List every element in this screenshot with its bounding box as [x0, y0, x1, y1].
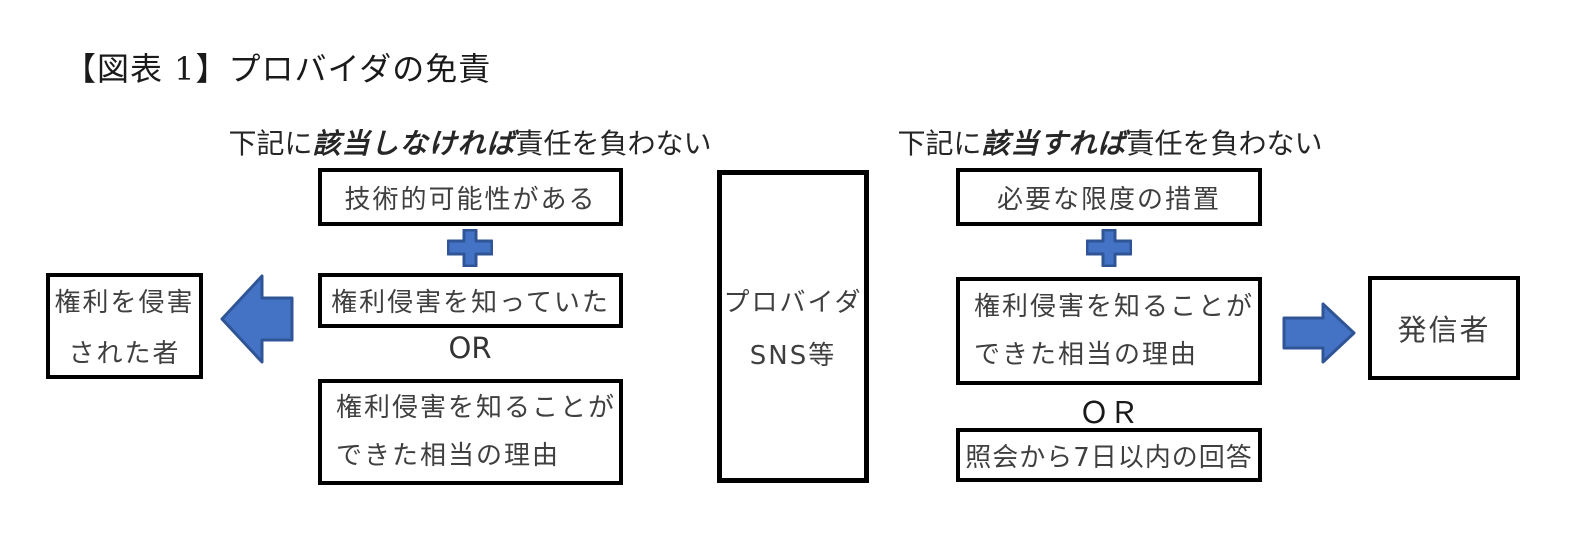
sender-box: 発信者 — [1368, 276, 1520, 380]
right-box-reason-line-2: できた相当の理由 — [974, 340, 1199, 370]
right-column-header: 下記に該当すれば責任を負わない — [810, 122, 1410, 162]
right-header-emphasis: 該当すれば — [981, 127, 1127, 160]
left-box-technical: 技術的可能性がある — [318, 168, 623, 226]
left-header-suffix: 責任を負わない — [515, 127, 712, 160]
right-box-measures: 必要な限度の措置 — [956, 168, 1262, 226]
right-header-suffix: 責任を負わない — [1126, 127, 1323, 160]
victim-box: 権利を侵害 された者 — [46, 273, 203, 379]
plus-icon — [1086, 229, 1132, 267]
left-box-knew: 権利侵害を知っていた — [318, 273, 623, 328]
sender-box-label: 発信者 — [1397, 313, 1491, 347]
left-box-knew-label: 権利侵害を知っていた — [331, 288, 610, 318]
right-box-reason: 権利侵害を知ることが できた相当の理由 — [956, 277, 1262, 385]
left-header-emphasis: 該当しなければ — [312, 127, 516, 160]
victim-line-2: された者 — [68, 339, 181, 369]
left-box-technical-label: 技術的可能性がある — [344, 184, 597, 215]
provider-box: プロバイダ SNS等 — [717, 170, 869, 483]
right-box-measures-label: 必要な限度の措置 — [996, 184, 1221, 215]
left-column-header: 下記に該当しなければ責任を負わない — [170, 122, 770, 162]
right-box-reply: 照会から7日以内の回答 — [956, 428, 1262, 482]
left-box-reason: 権利侵害を知ることが できた相当の理由 — [318, 379, 623, 485]
right-box-reason-line-1: 権利侵害を知ることが — [974, 292, 1255, 322]
right-box-reply-label: 照会から7日以内の回答 — [965, 442, 1253, 473]
victim-line-1: 権利を侵害 — [54, 288, 195, 318]
arrow-left-icon — [220, 274, 294, 364]
right-header-prefix: 下記に — [897, 127, 982, 160]
plus-icon — [447, 229, 493, 267]
right-or-label: ＯＲ — [1079, 396, 1139, 431]
arrow-right-icon — [1282, 302, 1356, 364]
provider-line-1: プロバイダ — [723, 287, 863, 318]
left-or-label: OR — [448, 331, 492, 365]
provider-line-2: SNS等 — [749, 340, 837, 371]
left-box-reason-line-1: 権利侵害を知ることが — [336, 393, 617, 423]
left-box-reason-line-2: できた相当の理由 — [336, 441, 561, 471]
left-header-prefix: 下記に — [228, 127, 313, 160]
page-title: 【図表 1】プロバイダの免責 — [64, 50, 492, 88]
